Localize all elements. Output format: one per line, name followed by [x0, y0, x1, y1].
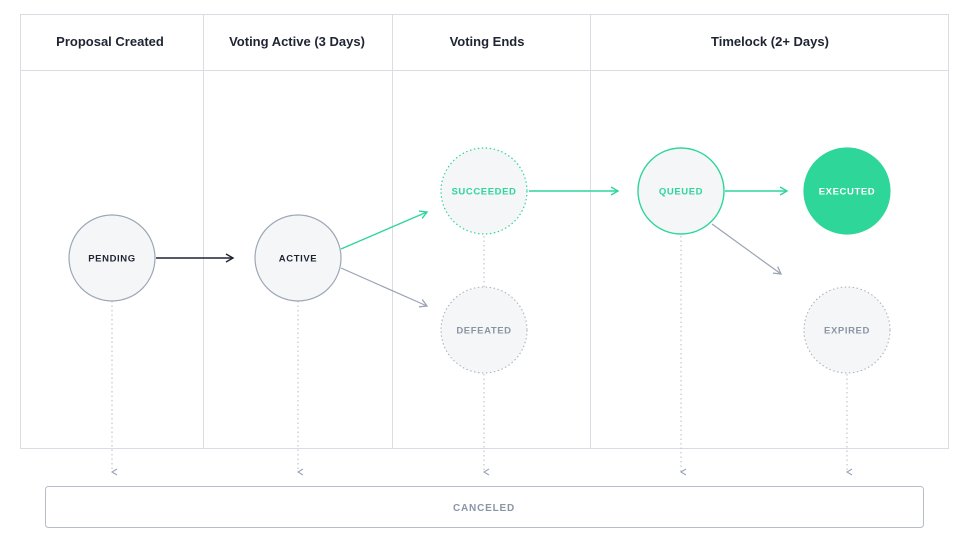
state-canceled: CANCELED	[45, 486, 924, 528]
column-header-voting-ends: Voting Ends	[450, 34, 525, 49]
state-pending: PENDING	[68, 214, 156, 302]
state-expired-label: EXPIRED	[824, 326, 870, 337]
state-succeeded-label: SUCCEEDED	[451, 187, 516, 198]
state-succeeded: SUCCEEDED	[440, 147, 528, 235]
column-header-timelock: Timelock (2+ Days)	[711, 34, 829, 49]
state-queued-label: QUEUED	[659, 187, 703, 198]
state-active-label: ACTIVE	[279, 254, 317, 265]
state-defeated: DEFEATED	[440, 286, 528, 374]
column-header-proposal-created: Proposal Created	[56, 34, 164, 49]
cancel-connectors	[110, 236, 853, 476]
state-executed-label: EXECUTED	[819, 187, 876, 198]
arrow-active-to-defeated	[340, 267, 429, 308]
state-defeated-label: DEFEATED	[456, 326, 511, 337]
state-canceled-label: CANCELED	[453, 503, 515, 514]
transition-arrows	[156, 186, 789, 308]
arrow-active-to-succeeded	[340, 210, 429, 250]
column-header-voting-active: Voting Active (3 Days)	[229, 34, 365, 49]
state-queued: QUEUED	[637, 147, 725, 235]
state-expired: EXPIRED	[803, 286, 891, 374]
state-active: ACTIVE	[254, 214, 342, 302]
state-executed: EXECUTED	[803, 147, 891, 235]
arrow-queued-to-expired	[711, 223, 783, 275]
state-pending-label: PENDING	[88, 254, 135, 265]
